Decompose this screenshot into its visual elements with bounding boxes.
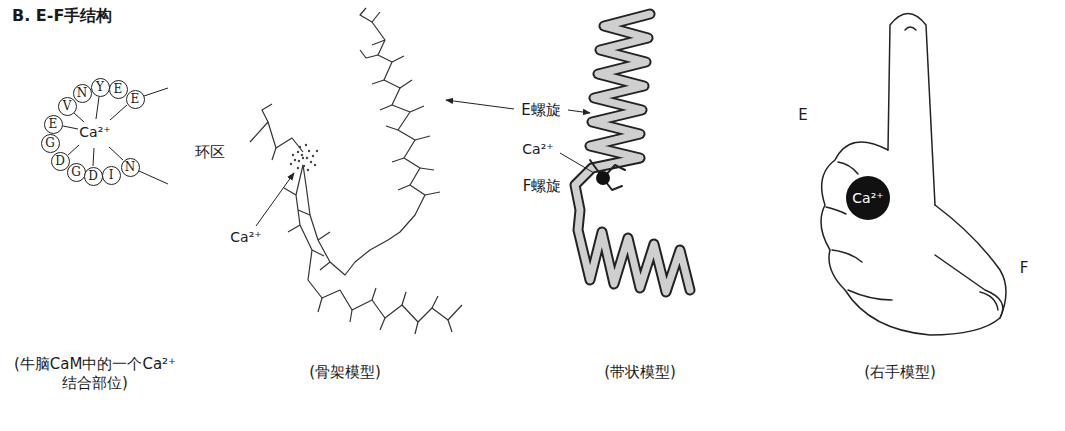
leader-arrow	[446, 100, 514, 109]
residue-circle: G	[41, 134, 60, 153]
figure-title: B. E-F手结构	[12, 6, 112, 27]
residue-letter: N	[77, 86, 88, 100]
residue-circle: D	[51, 152, 70, 171]
residue-letter: E	[114, 82, 123, 96]
calcium-circle: Ca²⁺	[846, 176, 890, 220]
residue-letter: D	[55, 154, 65, 168]
residue-circle: E	[44, 115, 63, 134]
skeleton-model	[250, 8, 462, 334]
helix-label: F螺旋	[523, 177, 562, 196]
residue-circle: E	[126, 90, 145, 109]
helix-letter: E	[798, 106, 807, 125]
residue-letter: N	[125, 160, 136, 174]
residue-circle: V	[58, 97, 77, 116]
ion-label: Ca²⁺	[852, 190, 883, 206]
panel-caption: (骨架模型)	[309, 363, 381, 382]
panel-caption: (牛脑CaM中的一个Ca²⁺结合部位)	[10, 355, 180, 393]
ribbon-model	[575, 14, 690, 292]
residue-letter: V	[63, 99, 72, 113]
calcium-cloud	[290, 144, 318, 171]
residue-letter: G	[45, 136, 55, 150]
panel-caption: (带状模型)	[604, 363, 676, 382]
leader-line	[560, 153, 594, 173]
residue-circle: Y	[91, 78, 110, 97]
residue-circle: G	[67, 163, 86, 182]
residue-letter: G	[71, 165, 81, 179]
ion-label: Ca²⁺	[230, 229, 261, 247]
residue-circle: D	[84, 167, 103, 186]
hand-drawing	[821, 14, 1006, 336]
helix-label: E螺旋	[521, 101, 560, 120]
leader-arrow	[568, 110, 590, 113]
residue-circle: I	[102, 166, 121, 185]
residue-circle: N	[73, 84, 92, 103]
leader-arrow	[256, 173, 294, 226]
residue-letter: D	[88, 169, 98, 183]
residue-letter: I	[109, 168, 114, 182]
residue-letter: E	[49, 117, 58, 131]
ion-label: Ca²⁺	[79, 124, 110, 142]
residue-circle: N	[121, 158, 140, 177]
helix-letter: F	[1020, 259, 1029, 278]
residue-letter: E	[131, 92, 140, 106]
calcium-ion	[596, 171, 610, 185]
panel-caption: (右手模型)	[864, 363, 936, 382]
residue-circle: E	[109, 80, 128, 99]
ion-label: Ca²⁺	[522, 141, 553, 159]
residue-letter: Y	[96, 80, 104, 94]
region-label: 环区	[195, 143, 225, 162]
